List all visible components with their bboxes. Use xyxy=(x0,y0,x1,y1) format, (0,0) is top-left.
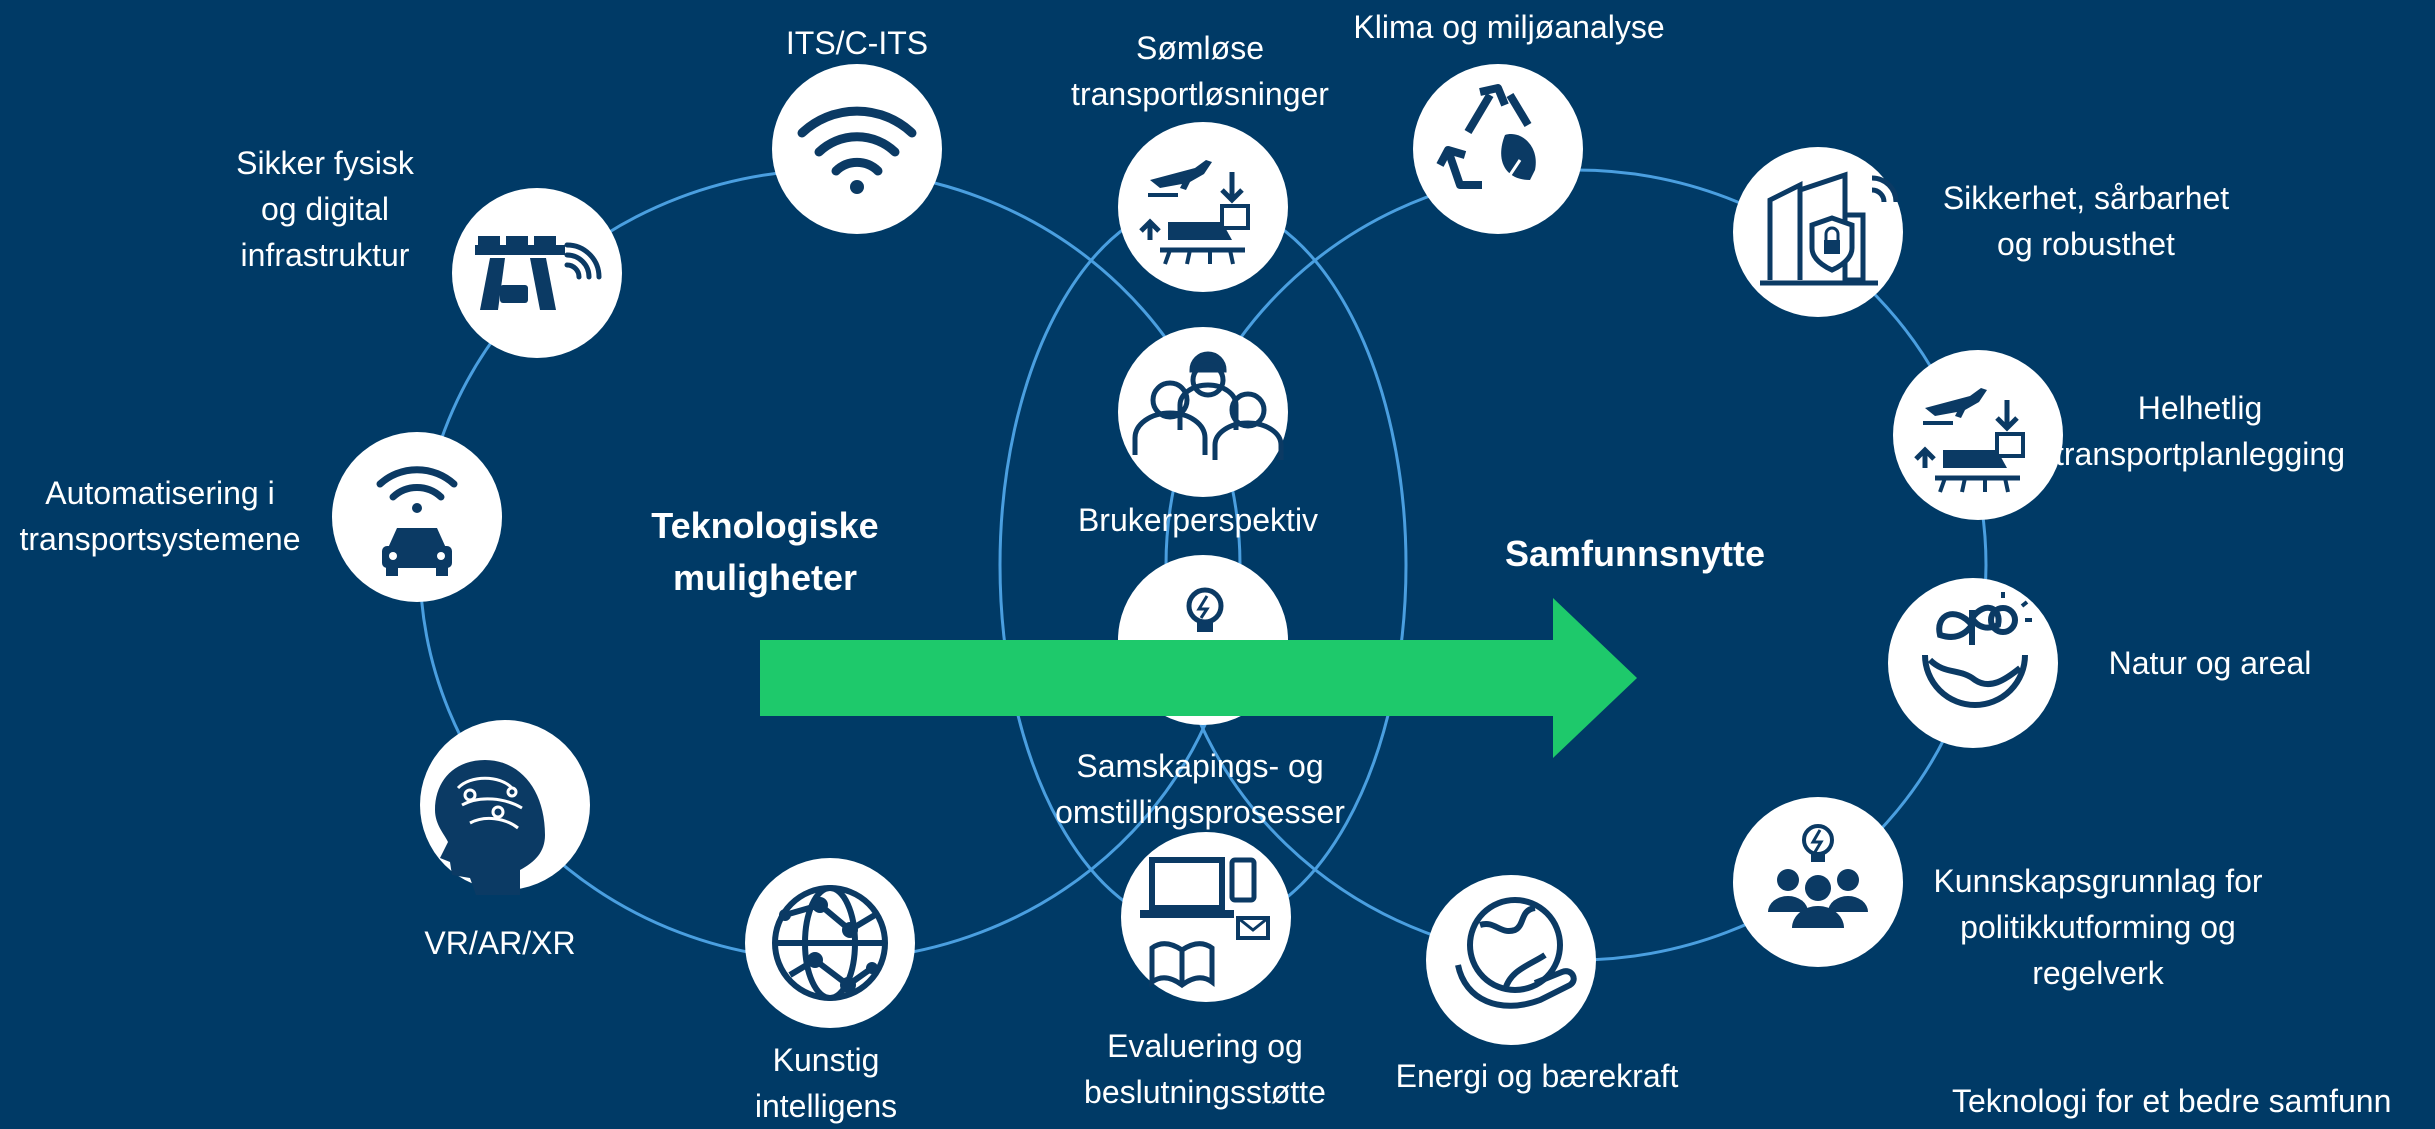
label-energi: Energi og bærekraft xyxy=(1395,1058,1679,1094)
recycle-leaf-icon xyxy=(1436,84,1536,191)
label-helhetlig: Helhetlig transportplanlegging xyxy=(2055,390,2345,472)
autonomous-car-icon xyxy=(376,466,458,576)
label-automatisering: Automatisering i transportsystemene xyxy=(19,475,301,557)
label-natur: Natur og areal xyxy=(2108,645,2312,681)
devices-icon xyxy=(1140,857,1270,989)
label-sikkerhet: Sikkerhet, sårbarhet og robusthet xyxy=(1942,180,2230,262)
center-right-label: Samfunnsnytte xyxy=(1504,533,1766,574)
label-somlose: Sømløse transportløsninger xyxy=(1071,30,1329,112)
infrastructure-icon xyxy=(475,236,602,310)
knowledge-group-icon xyxy=(1768,824,1868,928)
label-vr: VR/AR/XR xyxy=(424,925,576,961)
wifi-icon xyxy=(797,106,917,194)
label-its: ITS/C-ITS xyxy=(785,25,929,61)
network-globe-icon xyxy=(772,885,888,1001)
label-kunstig: Kunstig intelligens xyxy=(754,1042,898,1124)
label-kunnskap: Kunnskapsgrunnlag for politikkutforming … xyxy=(1933,863,2263,991)
label-evaluering: Evaluering og beslutningsstøtte xyxy=(1084,1028,1326,1110)
label-samskaping: Samskapings- og omstillingsprosesser xyxy=(1055,748,1345,830)
direction-arrow xyxy=(760,598,1637,758)
footer-text: Teknologi for et bedre samfunn xyxy=(1952,1083,2392,1119)
nature-globe-icon xyxy=(1922,592,2032,708)
node-helhetlig xyxy=(1893,350,2063,520)
node-brukerperspektiv xyxy=(1118,327,1288,497)
earth-hand-icon xyxy=(1455,897,1577,1009)
transport-modes-icon xyxy=(1914,388,2025,493)
center-left-label: Teknologiske muligheter xyxy=(651,505,879,598)
node-somlose xyxy=(1118,122,1288,292)
brain-head-icon xyxy=(435,760,545,895)
transport-modes-icon xyxy=(1139,160,1250,265)
label-infrastruktur: Sikker fysisk og digital infrastruktur xyxy=(236,145,414,273)
secure-building-icon xyxy=(1760,171,1899,286)
lightbulb-icon xyxy=(1186,587,1224,632)
node-its xyxy=(772,64,942,234)
users-icon xyxy=(1132,351,1284,460)
node-natur xyxy=(1888,578,2058,748)
node-automatisering xyxy=(332,432,502,602)
node-klima xyxy=(1413,64,1583,234)
label-klima: Klima og miljøanalyse xyxy=(1353,9,1665,45)
label-brukerperspektiv: Brukerperspektiv xyxy=(1077,502,1319,538)
